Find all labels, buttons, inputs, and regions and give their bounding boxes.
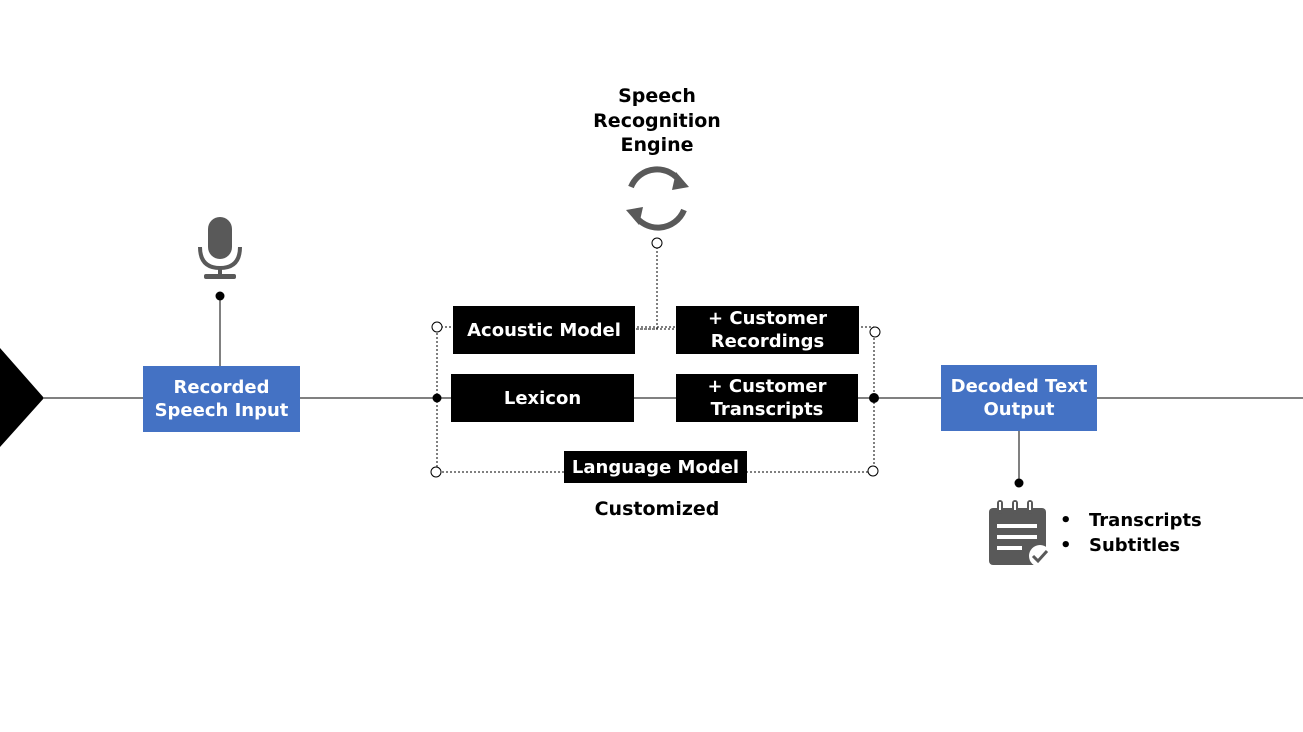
microphone-icon [198, 217, 242, 279]
customer-transcripts-box: + Customer Transcripts [676, 374, 858, 422]
customized-caption: Customized [594, 498, 720, 520]
lexicon-box: Lexicon [451, 374, 634, 422]
recorded-speech-input-box: Recorded Speech Input [143, 366, 300, 432]
mic-connector-dot [215, 291, 225, 301]
output-connector-dot [1014, 478, 1024, 488]
group-handle [869, 326, 881, 338]
engine-connector [636, 247, 658, 330]
group-handle [430, 466, 442, 478]
acoustic-model-box: Acoustic Model [453, 306, 635, 354]
group-handle [431, 321, 443, 333]
list-item: Transcripts [1060, 508, 1202, 533]
group-handle [867, 465, 879, 477]
output-list: Transcripts Subtitles [1060, 508, 1202, 558]
language-model-box: Language Model [564, 451, 747, 483]
refresh-icon [626, 166, 689, 231]
decoded-text-output-box: Decoded Text Output [941, 365, 1097, 431]
group-join-dot [432, 393, 442, 403]
customer-recordings-box: + Customer Recordings [676, 306, 859, 354]
list-item: Subtitles [1060, 533, 1202, 558]
clipboard-check-icon [989, 500, 1051, 567]
start-arrow [0, 348, 44, 447]
group-join-dot [869, 393, 879, 403]
engine-connector-handle [651, 237, 663, 249]
engine-title: Speech Recognition Engine [593, 85, 721, 156]
